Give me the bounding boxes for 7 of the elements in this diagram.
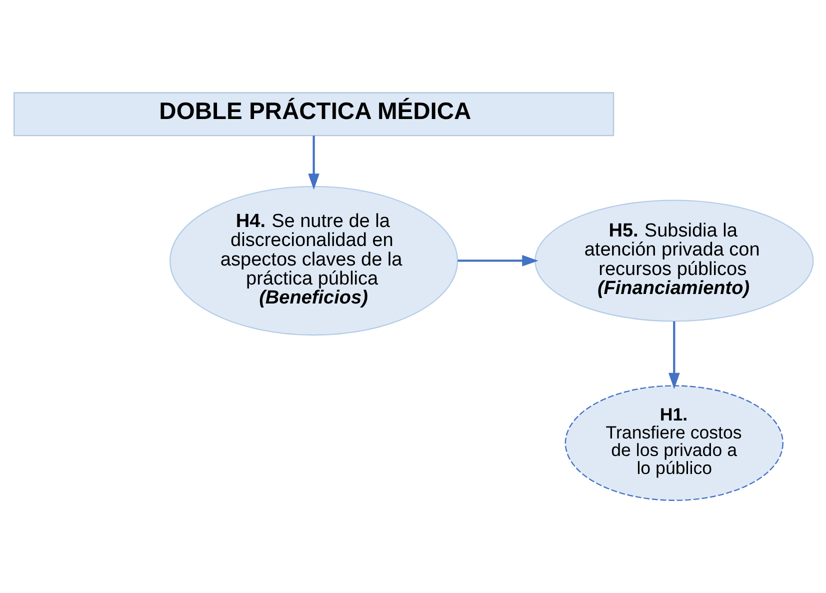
node-ellipse: H4. Se nutre de la discrecionalidad en aspectos claves de la práctica pública (Beneficios) [169,186,458,336]
arrow [308,136,319,190]
node-ellipse: H1. Transfiere costos de los privado a lo público [564,385,783,501]
node-ellipse: H5. Subsidia la atención privada con recursos públicos (Financiamiento) [534,200,814,322]
arrow [457,255,538,266]
node-box: DOBLE PRÁCTICA MÉDICA [13,92,614,136]
arrow [668,321,680,390]
